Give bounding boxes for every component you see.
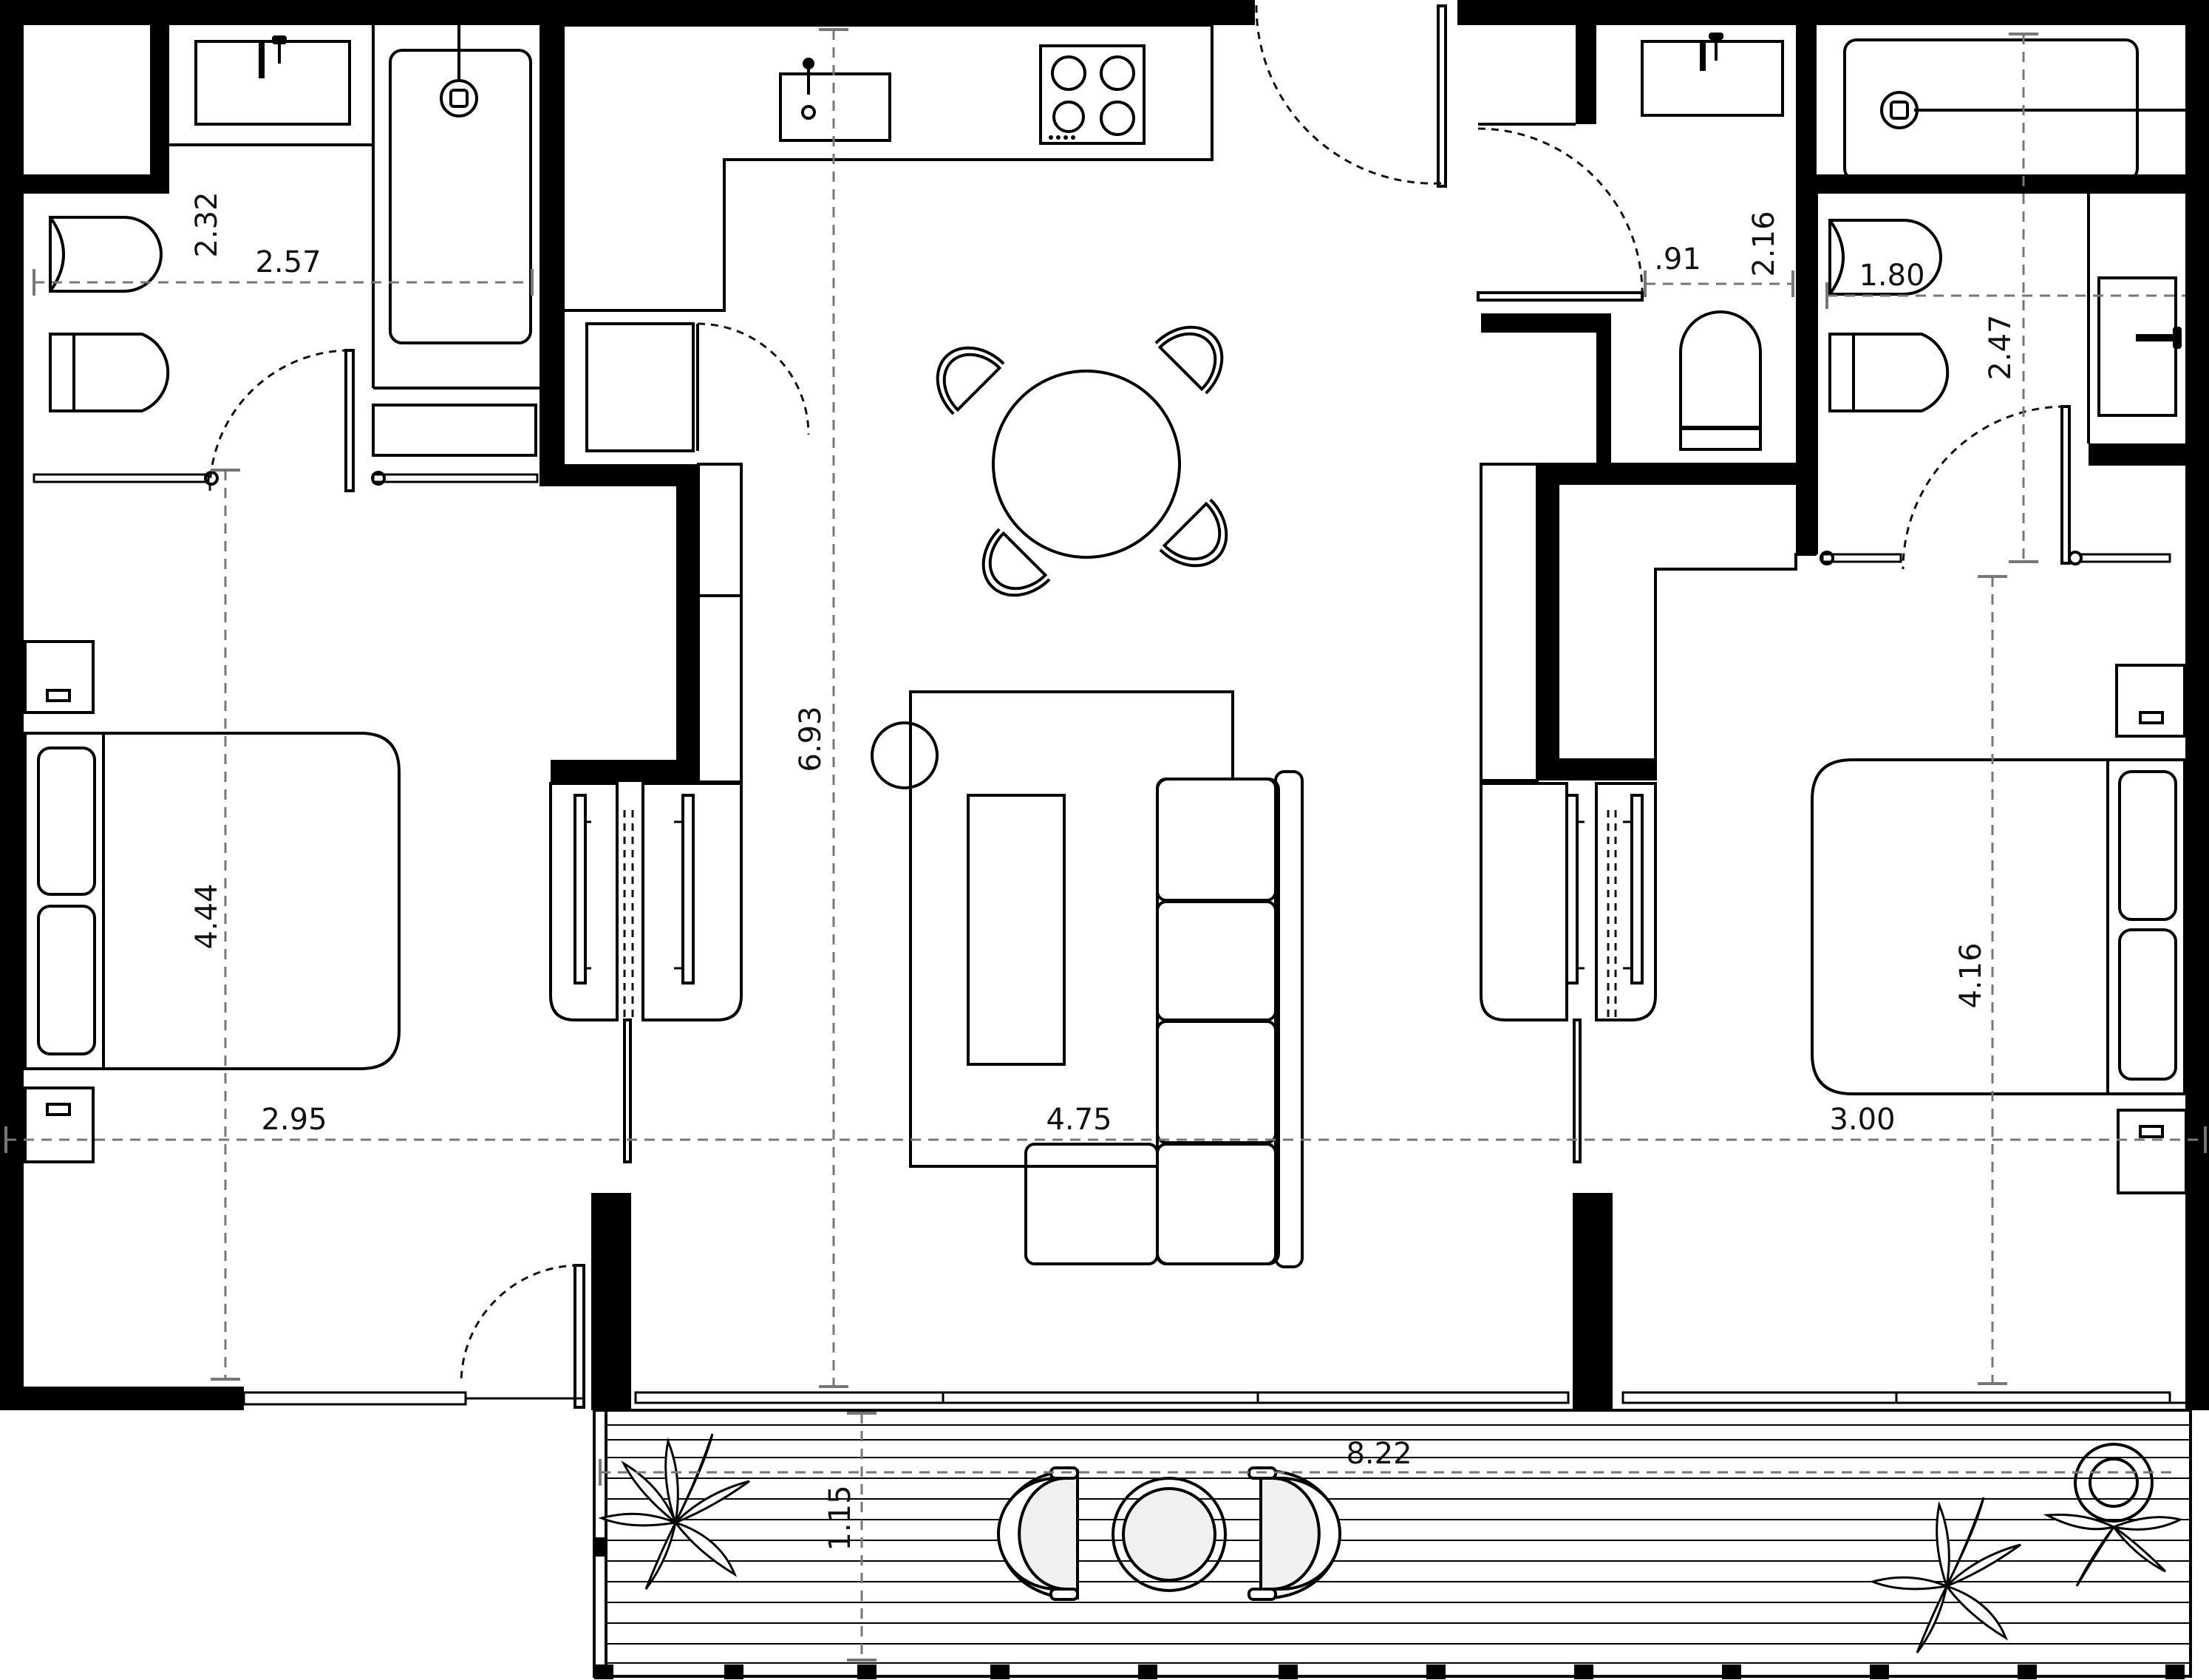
right-wardrobe	[1480, 463, 1657, 1163]
fridge	[585, 322, 695, 452]
dining-set	[936, 325, 1228, 597]
left-toilet	[49, 333, 170, 412]
left-bath-door[interactable]	[208, 349, 355, 492]
dim-living-width: 4.75	[1046, 1103, 1112, 1137]
plant-right-2	[2043, 1443, 2184, 1587]
dining-table	[992, 370, 1181, 559]
dim-right-bath-width: 1.80	[1859, 259, 1924, 293]
left-sliding-door[interactable]	[623, 1018, 632, 1163]
wc-basin	[1641, 40, 1784, 117]
dim-left-bath-width: 2.57	[255, 245, 321, 279]
walls	[0, 0, 2209, 1410]
terrace	[593, 1409, 2192, 1679]
dim-terrace-width: 8.22	[1346, 1437, 1412, 1471]
interior-lines	[169, 25, 2090, 781]
wc-toilet	[1679, 310, 1762, 451]
terrace-posts	[594, 1537, 2185, 1679]
floor-lamp	[871, 721, 939, 789]
living-area	[871, 690, 1304, 1268]
left-wardrobe	[549, 463, 743, 1163]
dim-right-bath-height: 2.47	[1984, 314, 2018, 380]
right-toilet	[1828, 333, 1950, 412]
plant-right-1	[1869, 1497, 2021, 1653]
right-bed	[1811, 758, 2186, 1095]
terrace-table	[1112, 1477, 1227, 1592]
dim-right-bedroom-width: 3.00	[1829, 1103, 1895, 1137]
dim-left-bath-height: 2.32	[190, 191, 224, 257]
entry-door[interactable]	[1255, 4, 1447, 188]
right-bedroom	[1811, 664, 2188, 1194]
pantry-door[interactable]	[696, 322, 810, 451]
plant-left	[598, 1433, 750, 1590]
terrace-chair-right	[1248, 1466, 1342, 1601]
left-bathroom	[33, 25, 539, 492]
terrace-windows	[634, 1391, 2185, 1404]
left-bidet	[49, 216, 163, 293]
right-bath-vanity	[2097, 276, 2182, 417]
coffee-table	[967, 794, 1066, 1066]
dim-left-bedroom-width: 2.95	[261, 1103, 327, 1137]
sofa	[1024, 770, 1304, 1268]
dim-wc-height: 2.16	[1747, 211, 1781, 276]
cooktop	[1039, 44, 1146, 145]
dim-right-bedroom-height: 4.16	[1954, 942, 1988, 1008]
dim-terrace-depth: 1.15	[823, 1485, 857, 1551]
right-bath-door[interactable]	[1902, 405, 2071, 570]
dim-living-height: 6.93	[794, 706, 828, 772]
left-nightstand-top	[24, 640, 95, 714]
right-bathroom	[1820, 38, 2185, 570]
left-bath-shelf	[372, 404, 537, 457]
dim-wc-width: .91	[1654, 242, 1701, 276]
left-bed	[24, 732, 401, 1070]
kitchen-counter	[565, 24, 1214, 312]
dimension-labels: 2.32 2.57 4.44 2.95 6.93 4.75 .91 2.16 1…	[190, 191, 2018, 1551]
dim-left-bedroom-height: 4.44	[190, 883, 224, 949]
right-bidet	[1828, 219, 1942, 296]
right-nightstand-bottom	[2117, 1109, 2188, 1194]
left-bathtub	[389, 49, 532, 344]
right-nightstand-top	[2115, 664, 2186, 738]
left-bedroom-balcony-door[interactable]	[460, 1264, 585, 1409]
left-bath-vanity	[194, 40, 351, 126]
dimension-lines	[4, 28, 2207, 1662]
right-sliding-door[interactable]	[1573, 1018, 1582, 1163]
kitchen	[565, 24, 1214, 452]
wc-door[interactable]	[1477, 127, 1644, 302]
terrace-chair-left	[996, 1466, 1079, 1601]
left-nightstand-bottom	[24, 1086, 95, 1163]
left-bedroom	[24, 640, 585, 1409]
kitchen-sink	[779, 72, 891, 142]
deck-boards	[605, 1410, 2191, 1676]
wc	[1477, 33, 1794, 451]
